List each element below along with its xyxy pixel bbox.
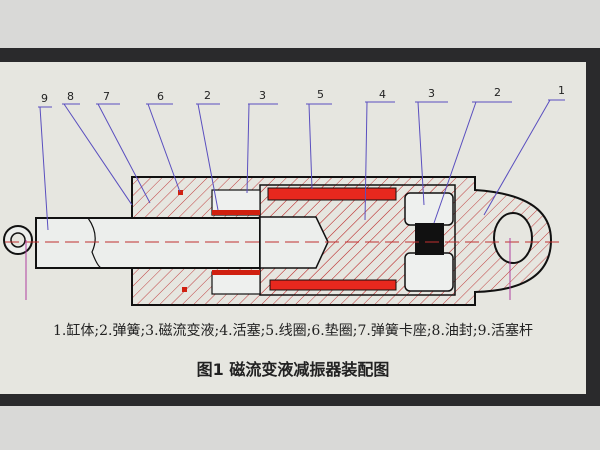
coil-top — [267, 187, 397, 201]
break-line — [87, 217, 103, 269]
washer-top — [178, 190, 183, 195]
label-9: 9 — [41, 92, 48, 105]
washer-bottom — [182, 287, 187, 292]
fluid-chamber-right-bottom — [404, 252, 454, 292]
figure-caption: 图1 磁流变液减振器装配图 — [196, 360, 390, 379]
monitor-bezel-bottom — [0, 394, 600, 406]
spring-left-bottom — [212, 270, 260, 275]
label-2: 2 — [204, 89, 211, 102]
label-3: 3 — [259, 89, 266, 102]
label-5: 5 — [317, 88, 324, 101]
rod-end-hole — [10, 232, 26, 248]
label-4: 4 — [379, 88, 386, 101]
label-1: 1 — [558, 84, 565, 97]
coil-bottom — [269, 279, 397, 291]
spring-right — [415, 223, 444, 255]
leaders — [38, 99, 565, 231]
label-2-right: 2 — [494, 86, 501, 99]
monitor-bezel-top — [0, 48, 600, 62]
piston-rod — [35, 217, 261, 269]
fluid-chamber-left-bottom — [211, 271, 261, 295]
label-7: 7 — [103, 90, 110, 103]
label-6: 6 — [157, 90, 164, 103]
fluid-chamber-right-top — [404, 192, 454, 226]
mounting-eye-hole — [493, 212, 533, 264]
parts-legend: 1.缸体;2.弹簧;3.磁流变液;4.活塞;5.线圈;6.垫圈;7.弹簧卡座;8… — [53, 323, 533, 339]
label-8: 8 — [67, 90, 74, 103]
spring-left-top — [212, 210, 260, 215]
label-3-right: 3 — [428, 87, 435, 100]
monitor-bezel-right — [586, 48, 600, 406]
